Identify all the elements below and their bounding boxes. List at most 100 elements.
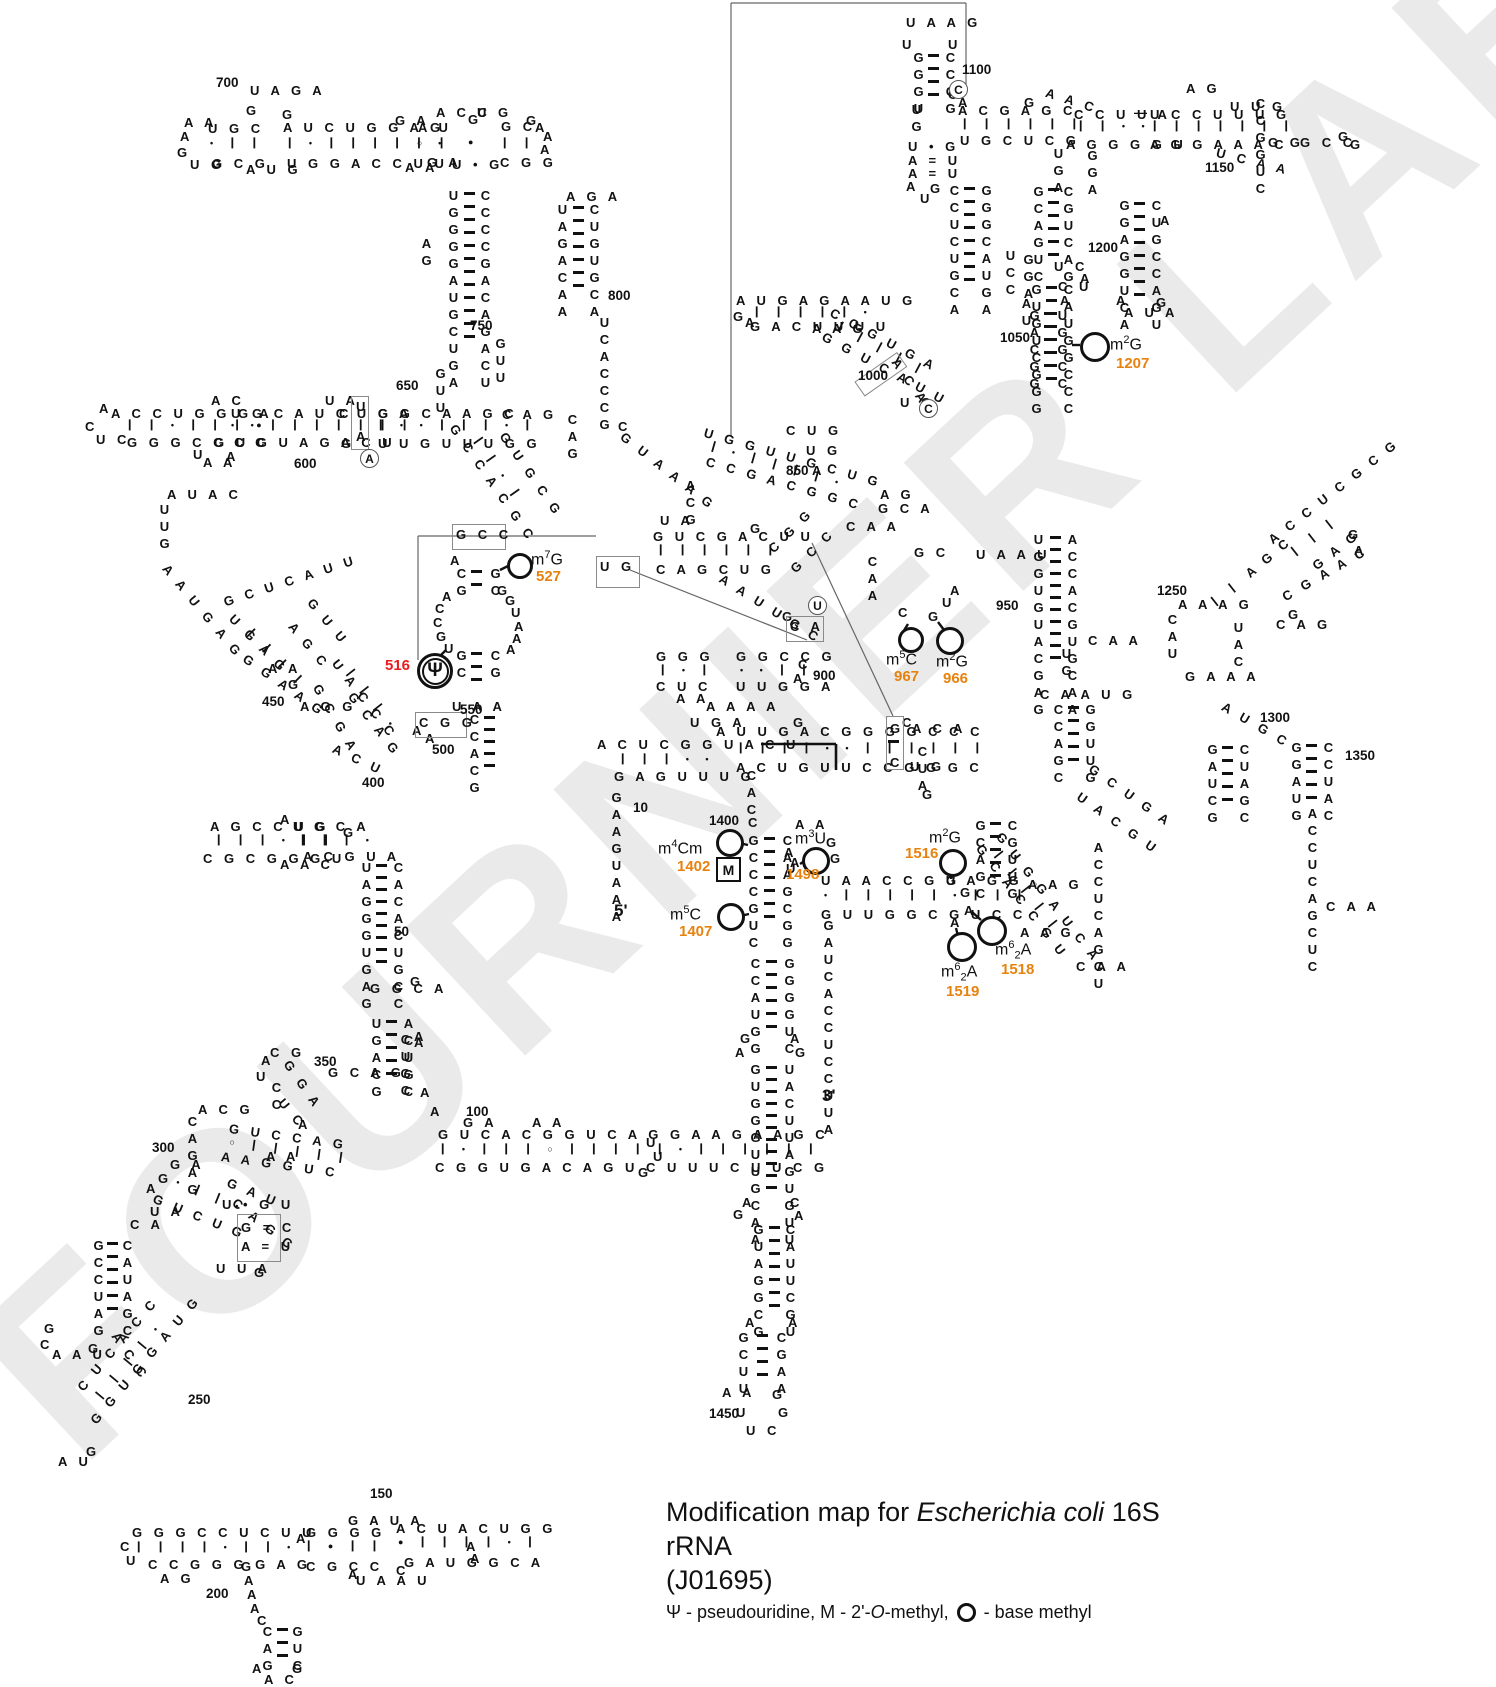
sequence-highlight-box: C A — [786, 616, 824, 642]
sequence-fragment: CACACUGCC — [391, 860, 406, 1013]
sequence-fragment: A — [745, 1315, 759, 1330]
sequence-fragment: U — [948, 37, 962, 52]
base-pair-rung — [1068, 758, 1079, 761]
base-pair-rung — [964, 278, 975, 281]
sequence-fragment: A — [180, 129, 194, 144]
sequence-fragment: A A A A — [706, 699, 780, 714]
base-pair-rung — [1134, 202, 1145, 205]
pairing-ticks: ┃ ┃ ┃ ┃ ┃ ┃ — [658, 545, 781, 555]
sequence-fragment: GC — [454, 648, 469, 682]
position-label-550: 550 — [460, 702, 483, 717]
base-pair-rung — [1134, 254, 1145, 257]
sequence-fragment: A G — [880, 487, 915, 502]
sequence-fragment: CGAA — [774, 1330, 789, 1398]
sequence-fragment: U — [356, 399, 370, 414]
base-pair-rung — [573, 206, 584, 209]
sequence-fragment: A A — [268, 661, 302, 676]
sequence-fragment: A — [1080, 271, 1094, 286]
sequence-fragment: CCCCGACAGACU — [478, 188, 493, 392]
base-pair-rung — [769, 1252, 780, 1255]
sequence-fragment: GGAUG — [1289, 740, 1304, 825]
sequence-fragment: U A A C C G U A G G — [821, 873, 1023, 888]
sequence-fragment: A — [964, 903, 978, 918]
position-label-800: 800 — [608, 288, 631, 303]
base-pair-rung — [766, 986, 777, 989]
sequence-fragment: G — [343, 825, 358, 840]
sequence-fragment: A — [99, 401, 113, 416]
sequence-fragment: GUU — [493, 336, 508, 387]
sequence-fragment: G U G U A G A C U — [214, 435, 396, 450]
base-pair-rung — [769, 1265, 780, 1268]
modification-position: 1516 — [905, 845, 939, 862]
base-pair-rung — [964, 265, 975, 268]
sequence-fragment: U C — [96, 432, 131, 447]
sequence-fragment: A A G — [812, 321, 867, 336]
sequence-fragment: A — [950, 915, 964, 930]
base-methyl-icon — [802, 847, 830, 875]
sequence-fragment: GCUU — [736, 1330, 751, 1398]
sequence-fragment: GUGGGUUGCAA — [748, 1062, 763, 1249]
sequence-fragment: U — [942, 595, 956, 610]
pairing-ticks: ┃ • ┃ ┃ ┃ ○ ┃ ┃ ┃ ┃ ┃ • ┃ ┃ ┃ ┃ ┃ ┃ — [440, 1144, 821, 1154]
modification-position: 967 — [894, 668, 920, 685]
sequence-fragment: A G — [1186, 81, 1221, 96]
sequence-fragment: A — [348, 1567, 362, 1582]
modification-position: 1518 — [1001, 961, 1035, 978]
sequence-fragment: CGUUG — [1005, 818, 1020, 903]
base-pair-rung — [964, 252, 975, 255]
sequence-fragment: A C U G U U C C G G G C — [736, 760, 983, 775]
base-methyl-icon — [716, 829, 744, 857]
sequence-fragment: U • G U — [222, 1197, 295, 1212]
pairing-ticks: • ┃ ┃ — [210, 138, 264, 148]
sequence-fragment: G — [930, 181, 945, 196]
sequence-highlight-box: U G — [596, 556, 640, 588]
sequence-fragment: GGGU — [911, 50, 926, 118]
sequence-fragment: A — [244, 1573, 258, 1588]
base-pair-rung — [471, 652, 482, 655]
base-pair-rung — [1068, 719, 1079, 722]
pairing-ticks: ┃ ┃ ┃ • ┃ ┃ — [216, 835, 336, 845]
sequence-highlight-box: G C C — [452, 524, 508, 550]
base-pair-rung — [1306, 757, 1317, 760]
sequence-fragment: U — [920, 191, 934, 206]
sequence-fragment: U G C A — [293, 819, 370, 834]
sequence-fragment: G — [505, 593, 520, 608]
methyl-symbol: M — [820, 1602, 836, 1622]
sequence-fragment: A = U — [908, 153, 962, 168]
base-pair-rung — [766, 1162, 777, 1165]
base-pair-rung — [769, 1239, 780, 1242]
position-label-1000: 1000 — [858, 368, 889, 383]
sequence-fragment: C G G U G A C A G U C U U U C U U C G — [435, 1160, 829, 1175]
pairing-ticks: • ┃ ┃ ┃ ┃ ┃ • ┃ ┃ ┃ — [824, 890, 1030, 900]
sequence-fragment: GACGG — [1027, 308, 1042, 393]
base-pair-rung — [107, 1242, 118, 1245]
position-label-100: 100 — [466, 1104, 489, 1119]
base-pair-rung — [757, 1373, 768, 1376]
pairing-ticks: ┃ ● ┃ ┃ — [306, 1541, 385, 1551]
base-pair-rung — [928, 80, 939, 83]
base-pair-rung — [277, 1641, 288, 1644]
sequence-fragment: C A A — [1076, 959, 1130, 974]
connector-line — [971, 911, 982, 921]
connector-line — [811, 542, 894, 717]
sequence-fragment: C — [435, 601, 449, 616]
position-label-10: 10 — [633, 800, 649, 815]
sequence-fragment: A — [512, 631, 526, 646]
base-pair-rung — [766, 1025, 777, 1028]
sequence-fragment: U G — [806, 443, 842, 458]
sequence-fragment: A — [788, 1315, 802, 1330]
sequence-fragment: G U C A C G G U C A G G A A G A A G C — [438, 1127, 829, 1142]
base-pair-rung — [764, 889, 775, 892]
sequence-fragment: U A A U — [976, 547, 1051, 562]
sequence-fragment: CAUGGCCC — [1061, 282, 1076, 418]
sequence-fragment: A — [745, 315, 759, 330]
sequence-fragment: CAA — [865, 554, 880, 605]
sequence-fragment: CAUAGC — [120, 1238, 135, 1340]
sequence-fragment: U U G G A — [736, 679, 835, 694]
sequence-fragment: UGACG — [369, 1016, 384, 1101]
position-label-850: 850 — [786, 463, 809, 478]
sequence-fragment: C — [798, 657, 812, 672]
sequence-fragment: A G G G G U — [1066, 137, 1187, 152]
base-pair-rung — [1046, 286, 1057, 289]
pairing-ticks: ┃ • • ┃ ┃ ┃ • ┃ — [378, 420, 538, 430]
